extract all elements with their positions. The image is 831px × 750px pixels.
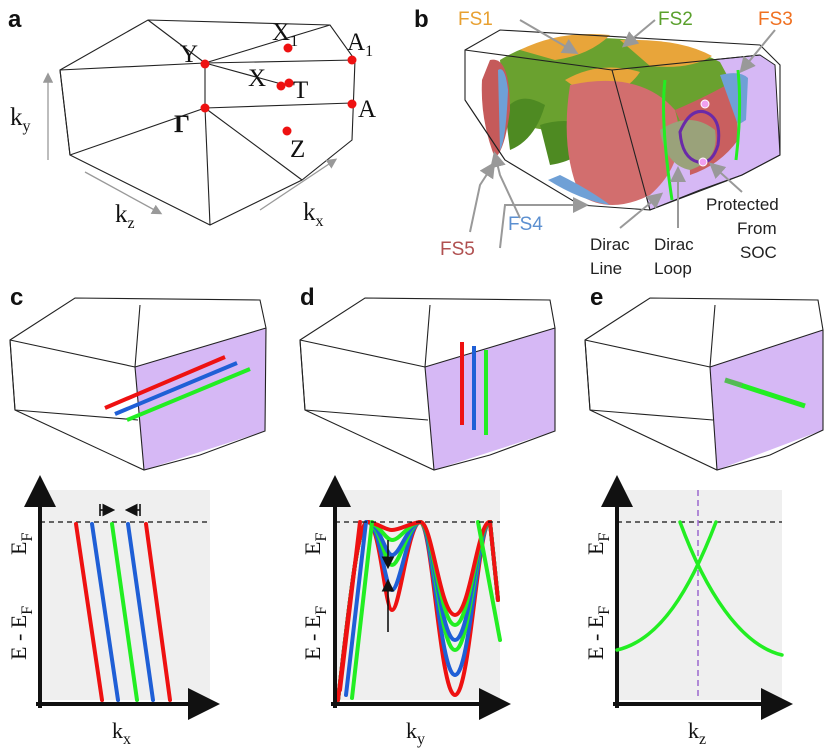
fermi-surface-render	[464, 29, 781, 211]
fs-label-5: FS5	[440, 239, 475, 260]
band-line	[338, 520, 362, 692]
ef-label-d: EF	[300, 533, 330, 555]
axis-label-kz: kz	[115, 201, 135, 232]
axis-label-ky: ky	[10, 104, 31, 135]
annotation-dirac-loop: Dirac Loop	[654, 235, 698, 278]
band-line	[74, 522, 104, 702]
panel-a: a X1 Y X T A1 A	[8, 6, 376, 232]
point-a1	[347, 55, 357, 65]
fs-label-2: FS2	[658, 9, 693, 30]
fs-label-1: FS1	[458, 9, 493, 30]
brillouin-zone-a	[59, 19, 356, 226]
band-line	[90, 522, 120, 702]
band-plot-d	[319, 475, 511, 720]
panel-c: c EF E - EF kx	[6, 284, 267, 748]
fs-label-3: FS3	[758, 9, 793, 30]
bands-kx	[74, 522, 172, 702]
band-plot-c	[24, 475, 220, 720]
label-t: T	[293, 77, 308, 104]
band-plot-e	[601, 475, 793, 720]
label-x1: X1	[272, 19, 298, 50]
annotation-dirac-line: Dirac Line	[590, 235, 634, 278]
label-z: Z	[290, 136, 305, 163]
point-x	[276, 81, 286, 91]
band-line	[144, 522, 172, 702]
point-a	[347, 99, 357, 109]
ef-label-e: EF	[583, 533, 613, 555]
label-a1: A1	[347, 29, 373, 60]
band-line	[615, 520, 718, 652]
bands-kz	[615, 520, 784, 657]
y-label-d: E - EF	[300, 606, 330, 660]
annotation-protected: Protected From SOC	[706, 195, 784, 262]
point-x1	[283, 43, 293, 53]
panel-e: e EF E - EF kz	[583, 284, 824, 748]
point-z	[282, 126, 292, 136]
y-label-c: E - EF	[6, 606, 36, 660]
panel-label-c: c	[10, 284, 23, 311]
bands-ky	[336, 519, 502, 702]
bz-c	[9, 297, 267, 471]
label-a: A	[358, 96, 376, 123]
fs-label-4: FS4	[508, 214, 543, 235]
label-gamma: Γ	[174, 111, 190, 138]
panel-d: d EF E - EF ky	[299, 284, 556, 748]
label-x: X	[248, 65, 266, 92]
point-y	[200, 59, 210, 69]
bz-d	[299, 297, 556, 471]
band-line	[344, 520, 368, 697]
label-y: Y	[180, 41, 198, 68]
bz-e	[584, 297, 824, 471]
panel-label-e: e	[590, 284, 603, 311]
axis-arrows-a	[42, 72, 338, 215]
band-line	[476, 520, 502, 642]
band-line	[110, 522, 139, 702]
point-gamma	[200, 103, 210, 113]
panel-label-b: b	[414, 6, 429, 33]
high-symmetry-points	[200, 43, 357, 136]
band-line	[350, 520, 374, 700]
panel-label-d: d	[300, 284, 315, 311]
fs-callout-arrows	[469, 19, 776, 249]
ef-label-c: EF	[6, 533, 36, 555]
band-line	[126, 522, 155, 702]
y-label-e: E - EF	[583, 606, 613, 660]
point-t	[284, 78, 294, 88]
x-label-e: kz	[688, 718, 706, 748]
panel-b: b FS1 FS2	[414, 6, 793, 278]
axis-label-kx: kx	[303, 199, 324, 230]
panel-label-a: a	[8, 6, 22, 33]
x-label-c: kx	[112, 718, 131, 748]
x-label-d: ky	[406, 718, 425, 748]
band-line	[678, 520, 784, 657]
